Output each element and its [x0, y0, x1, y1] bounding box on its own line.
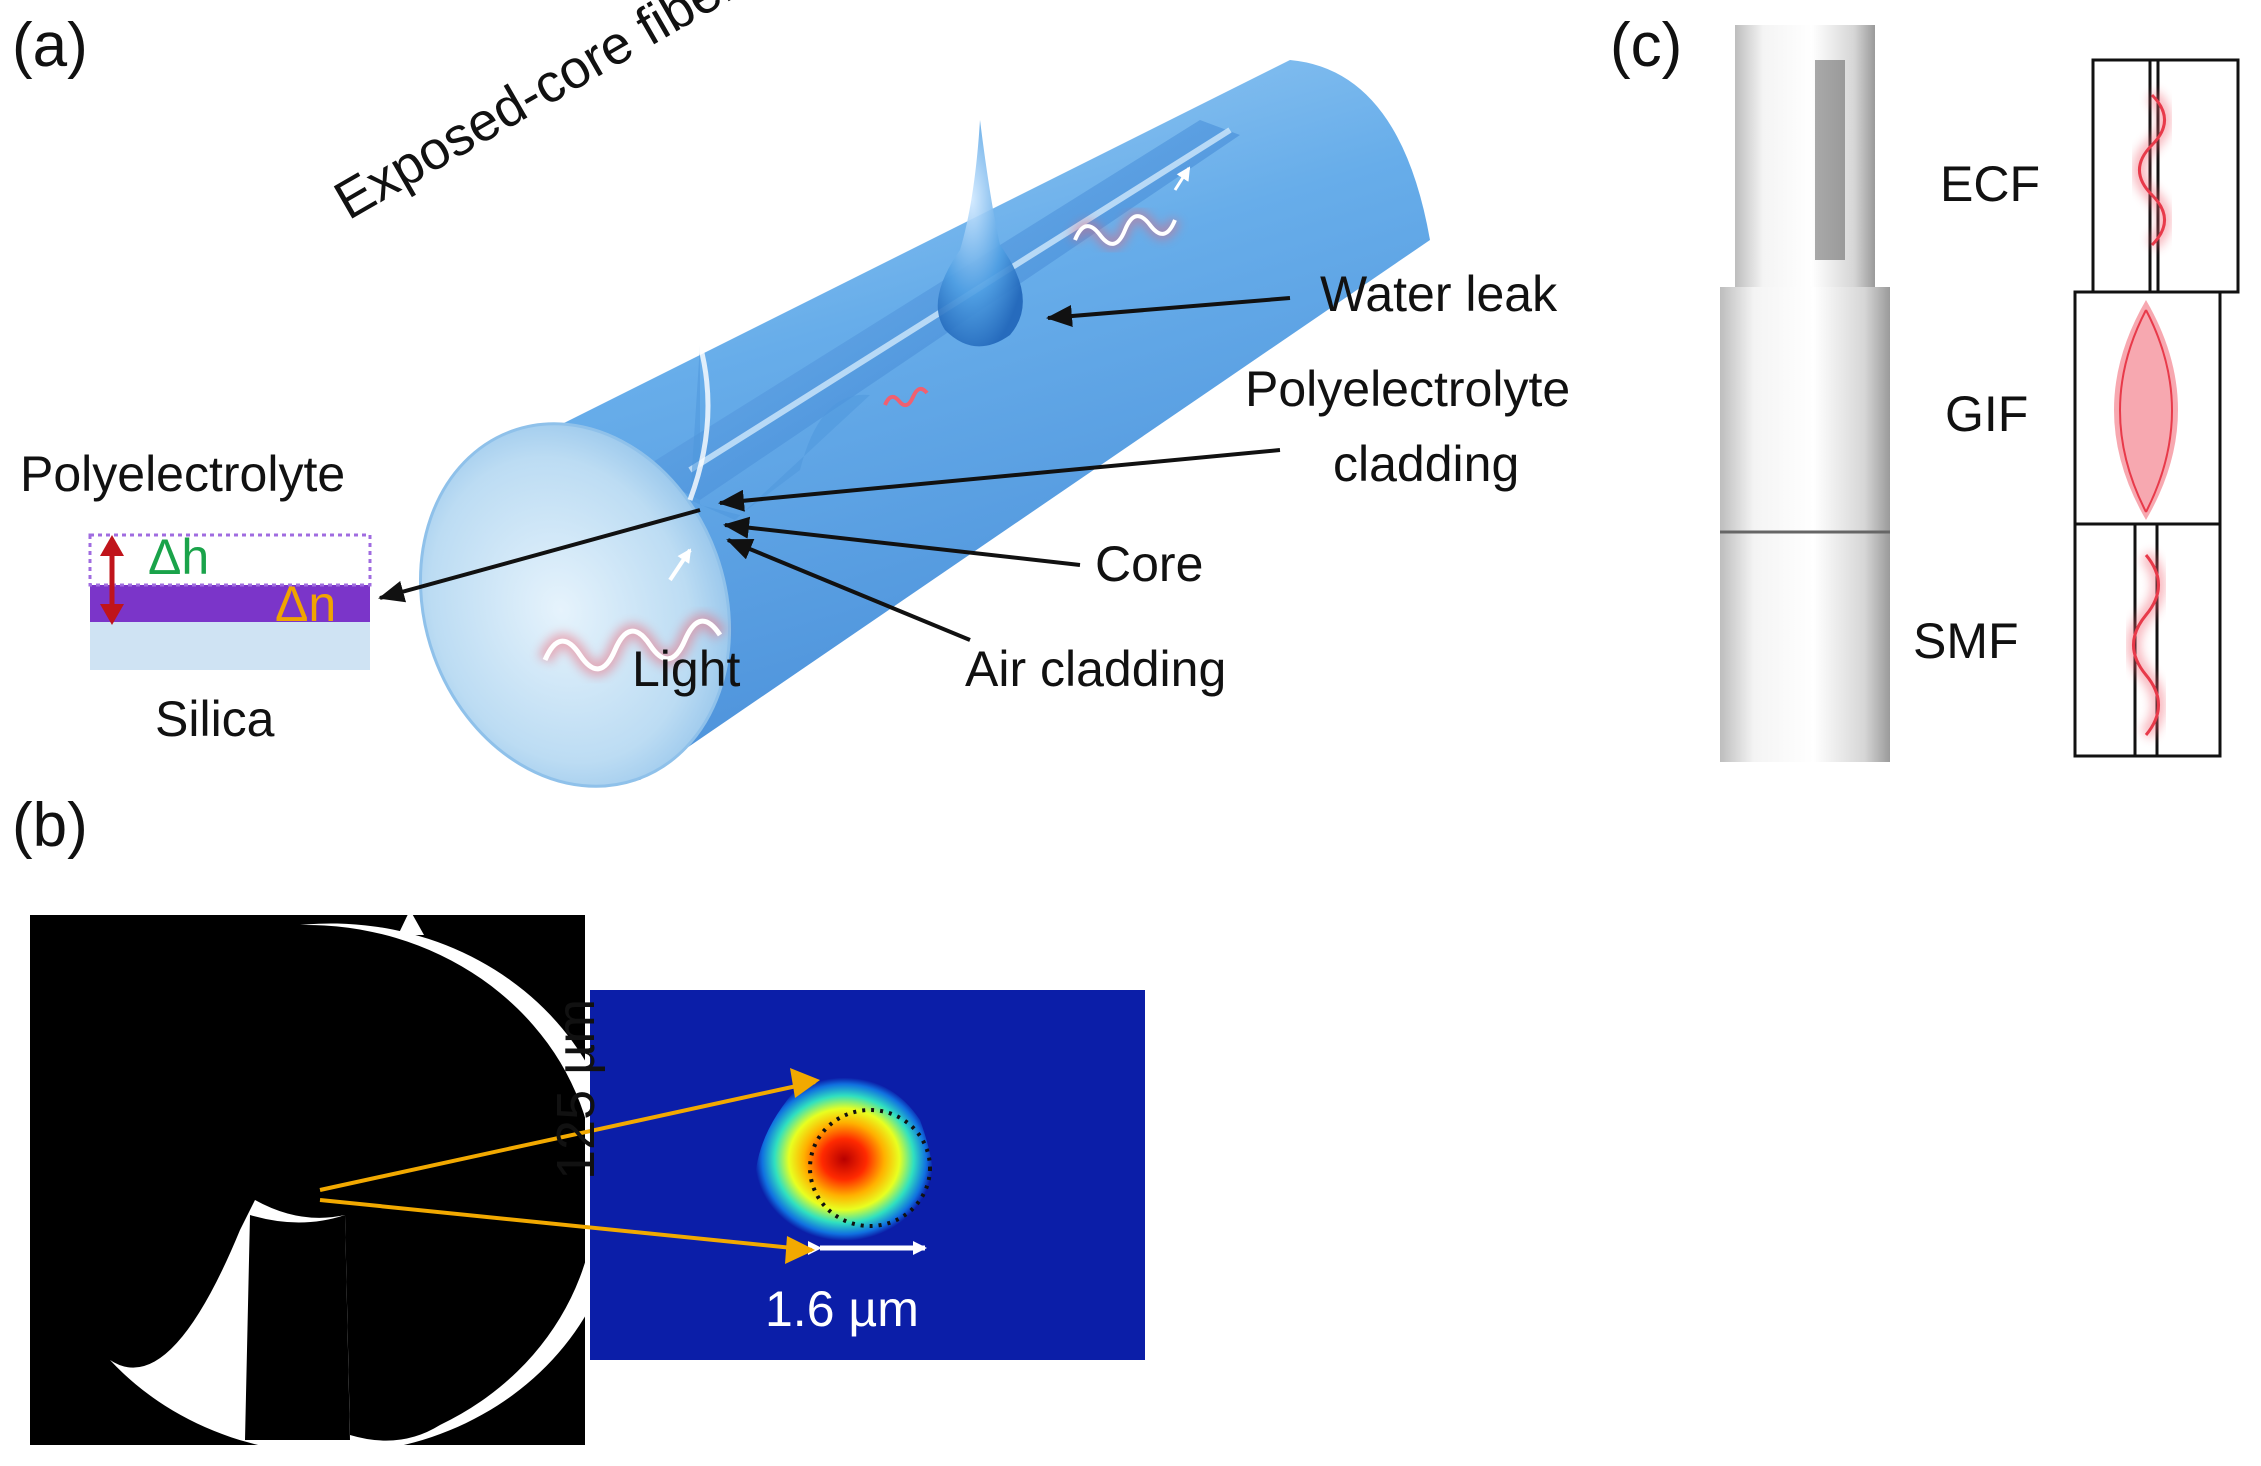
label-air-cladding: Air cladding [965, 641, 1227, 697]
label-diameter: 125 µm [546, 998, 606, 1180]
fiber-face-notch [690, 345, 870, 520]
arrow-water-leak [1046, 296, 1291, 327]
wave-gif [2114, 300, 2178, 520]
label-water-leak: Water leak [1320, 266, 1558, 322]
micrograph-gif [1720, 287, 1890, 532]
label-light: Light [632, 641, 741, 697]
fiber-cross-section [110, 923, 622, 1454]
arrow-polyelectrolyte-cladding [718, 448, 1281, 512]
inset-title: Polyelectrolyte [20, 446, 346, 502]
arrow-zoom-lower [319, 1198, 813, 1252]
arrow-core [723, 516, 1081, 567]
label-gif: GIF [1945, 386, 2029, 442]
arrow-air-cladding [726, 538, 971, 642]
fiber-end-face [418, 422, 732, 788]
panel-label-b: (b) [12, 791, 88, 860]
sem-core-right [303, 1167, 347, 1217]
label-smf: SMF [1913, 613, 2019, 669]
schematic-ecf [2091, 58, 2240, 294]
inset-expansion-box [88, 533, 372, 587]
mode-field [755, 1077, 934, 1241]
core-outline [808, 1108, 932, 1228]
inset-silica [90, 620, 370, 670]
micrograph-smf [1720, 532, 1890, 762]
water-drop [937, 120, 1023, 347]
label-core: Core [1095, 536, 1204, 592]
arrow-zoom-upper [319, 1080, 816, 1192]
arrow-inset [378, 508, 701, 603]
label-polyelectrolyte-cladding-2: cladding [1333, 436, 1520, 492]
label-mode-size: 1.6 µm [765, 1281, 919, 1337]
micrograph-ecf [1735, 25, 1875, 287]
panel-label-a: (a) [12, 11, 88, 80]
label-polyelectrolyte-cladding-1: Polyelectrolyte [1245, 361, 1571, 417]
inset-polyelectrolyte-layer [90, 585, 370, 622]
label-silica: Silica [155, 691, 275, 747]
panel-label-c: (c) [1610, 11, 1683, 80]
label-delta-h: Δh [148, 529, 210, 585]
label-ecf: ECF [1940, 156, 2040, 212]
label-delta-n: Δn [275, 576, 337, 632]
